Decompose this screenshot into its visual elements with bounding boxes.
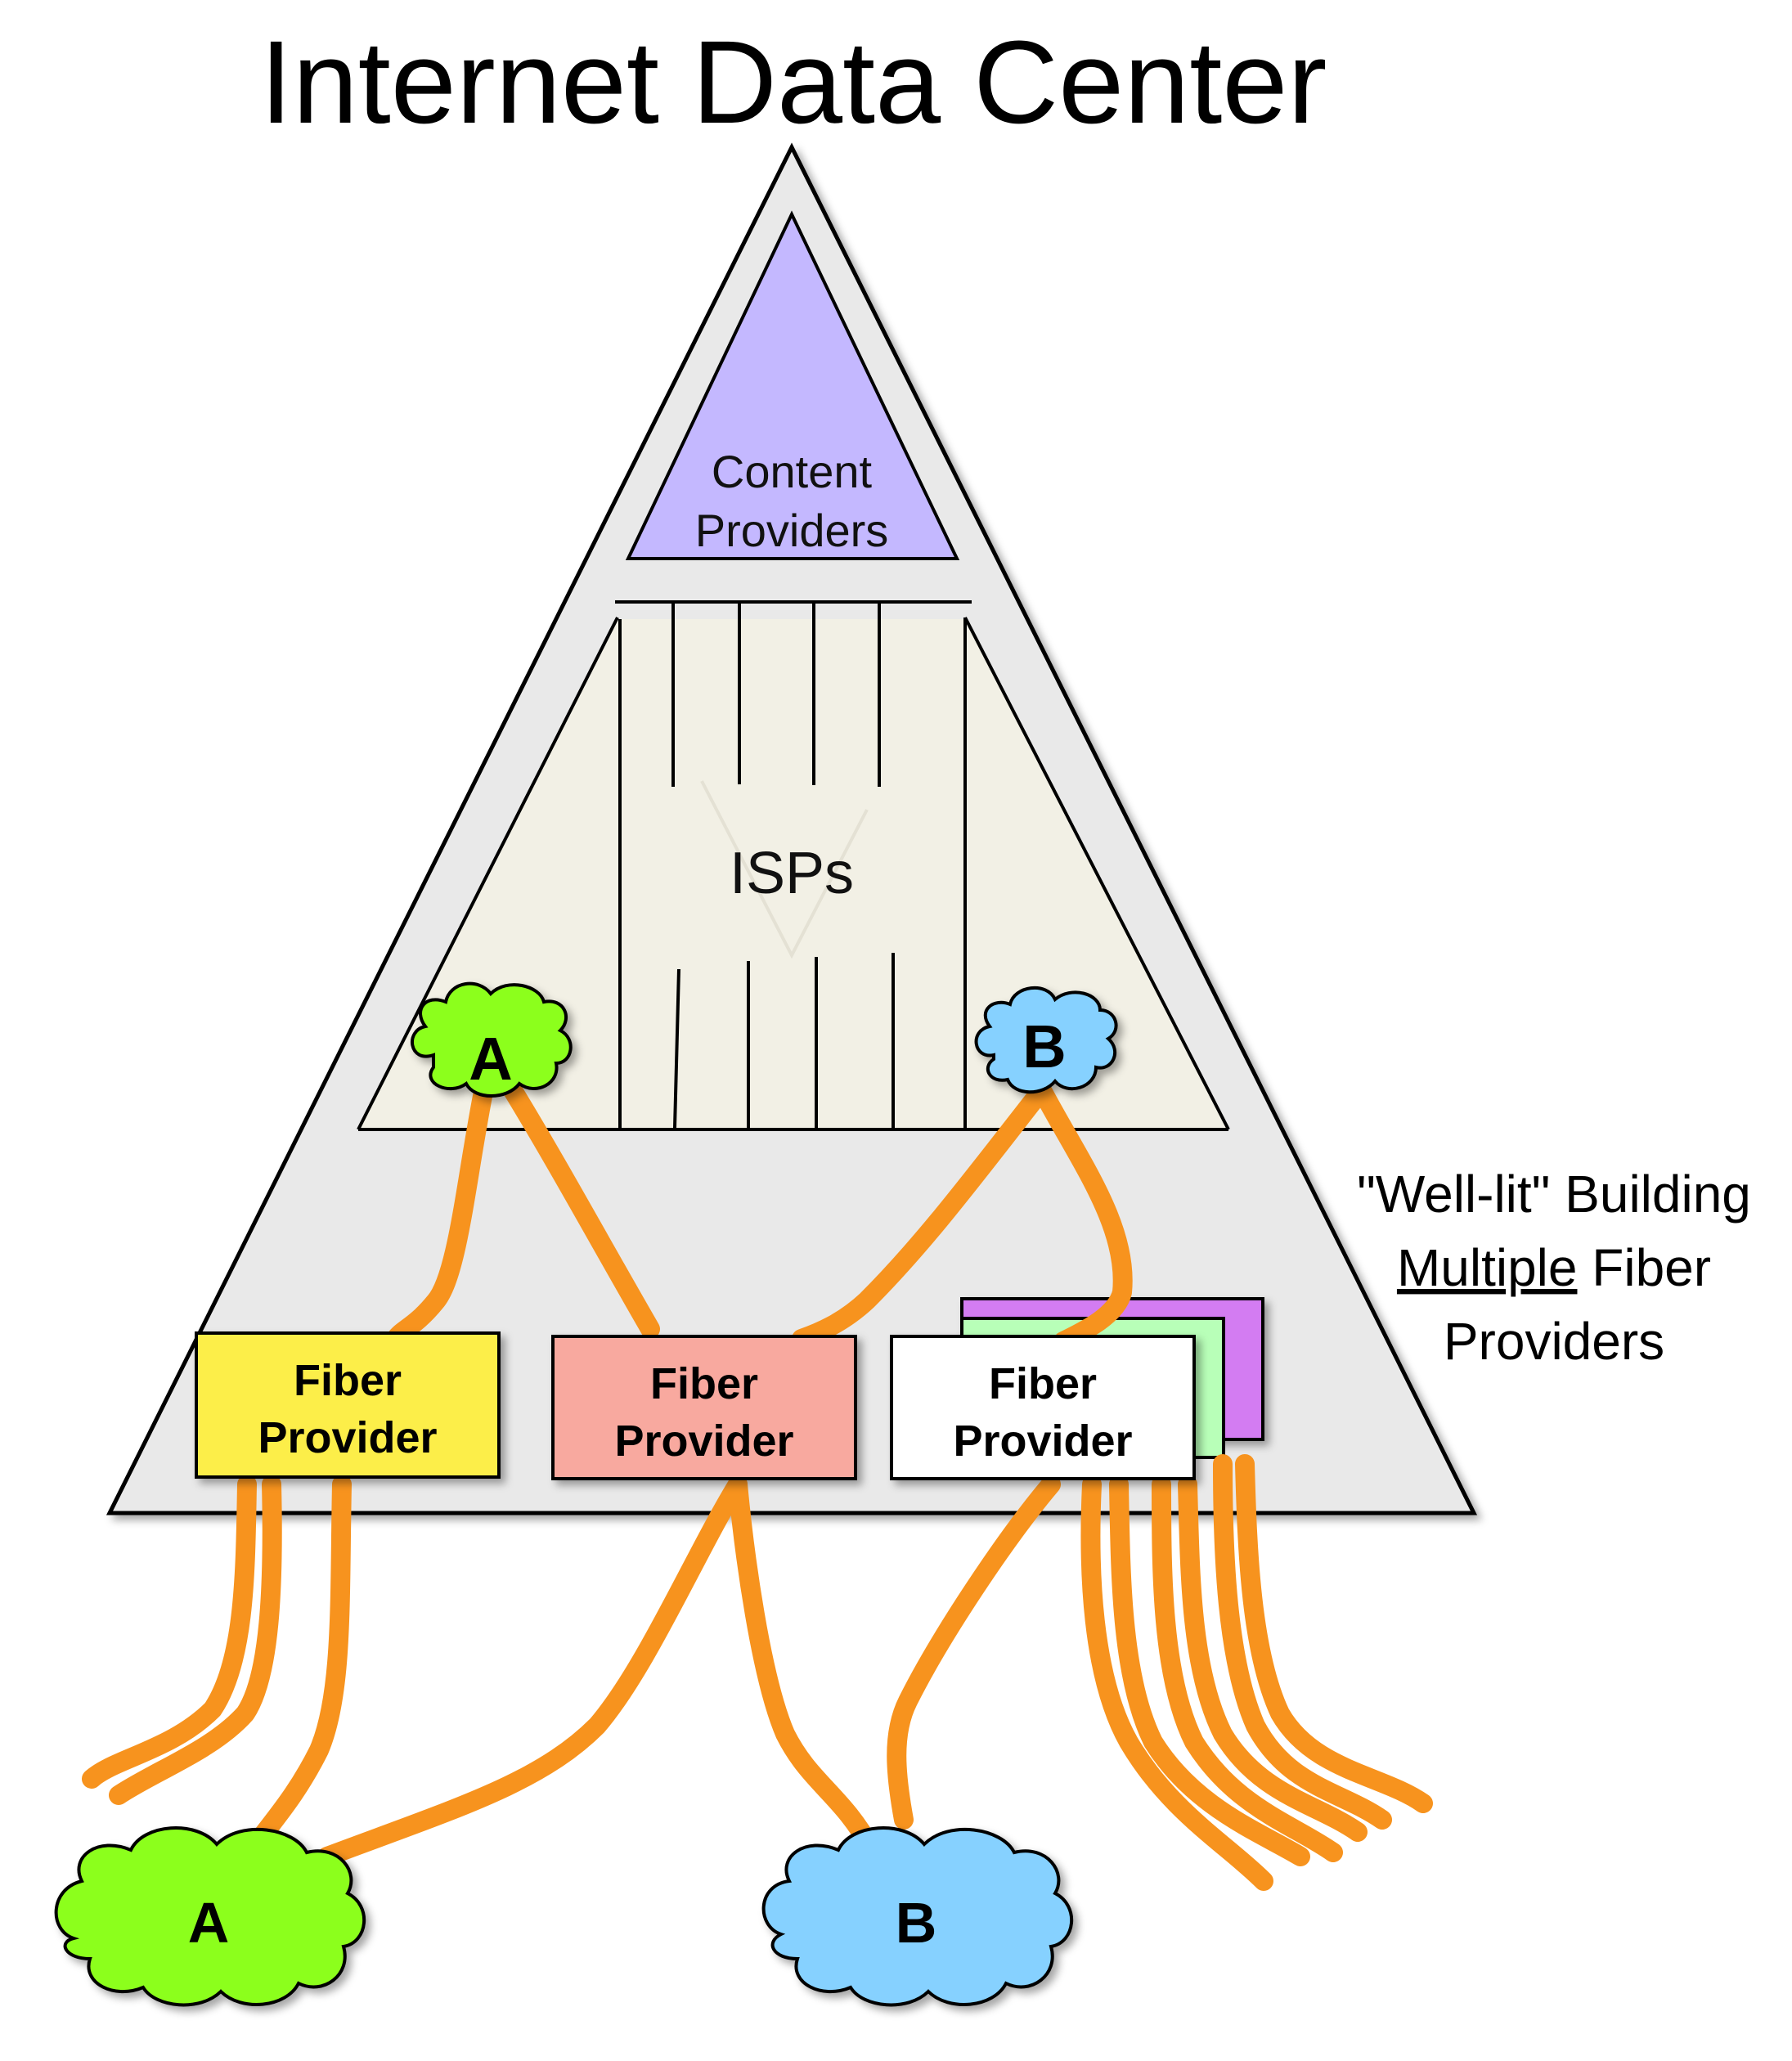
fiber-provider-salmon-line1: Fiber <box>650 1359 758 1408</box>
fiber-provider-white: Fiber Provider <box>890 1335 1196 1480</box>
external-cloud-b: B <box>761 1826 1074 2007</box>
diagram-title: Internet Data Center <box>260 16 1327 148</box>
isps-faint-chevron <box>700 780 869 959</box>
fiber-provider-white-line2: Provider <box>953 1417 1132 1466</box>
content-providers-triangle <box>625 210 960 560</box>
isps-label: ISPs <box>730 841 854 906</box>
isps-left-edge <box>357 617 619 1130</box>
external-cloud-a: A <box>54 1826 366 2007</box>
fiber-provider-yellow: Fiber Provider <box>195 1331 501 1479</box>
side-note-line1: "Well-lit" Building <box>1357 1165 1751 1224</box>
fiber-provider-salmon: Fiber Provider <box>551 1335 857 1480</box>
isp-cloud-a-label: A <box>469 1025 512 1093</box>
side-note-line2: Multiple Fiber <box>1397 1238 1711 1297</box>
external-cloud-a-label: A <box>188 1891 230 1955</box>
fiber-provider-white-line1: Fiber <box>989 1359 1097 1408</box>
content-providers-label-line1: Content <box>712 446 873 497</box>
side-note-line2-underlined: Multiple <box>1397 1238 1578 1297</box>
side-note: "Well-lit" Building Multiple Fiber Provi… <box>1357 1165 1751 1371</box>
side-note-line2-rest: Fiber <box>1577 1238 1711 1297</box>
isps-right-edge <box>963 617 1230 1130</box>
isps-dividers <box>618 604 967 1129</box>
fiber-provider-yellow-line1: Fiber <box>294 1356 402 1405</box>
isp-cloud-b: B <box>974 986 1118 1094</box>
side-note-line3: Providers <box>1444 1312 1664 1371</box>
fiber-lines <box>82 1078 1433 1891</box>
external-cloud-b-label: B <box>896 1891 937 1955</box>
fiber-provider-yellow-line2: Provider <box>258 1413 437 1462</box>
isp-cloud-b-label: B <box>1022 1013 1066 1080</box>
fiber-provider-salmon-line2: Provider <box>614 1417 793 1466</box>
isp-cloud-a: A <box>411 981 573 1098</box>
content-providers-label-line2: Providers <box>695 505 889 556</box>
